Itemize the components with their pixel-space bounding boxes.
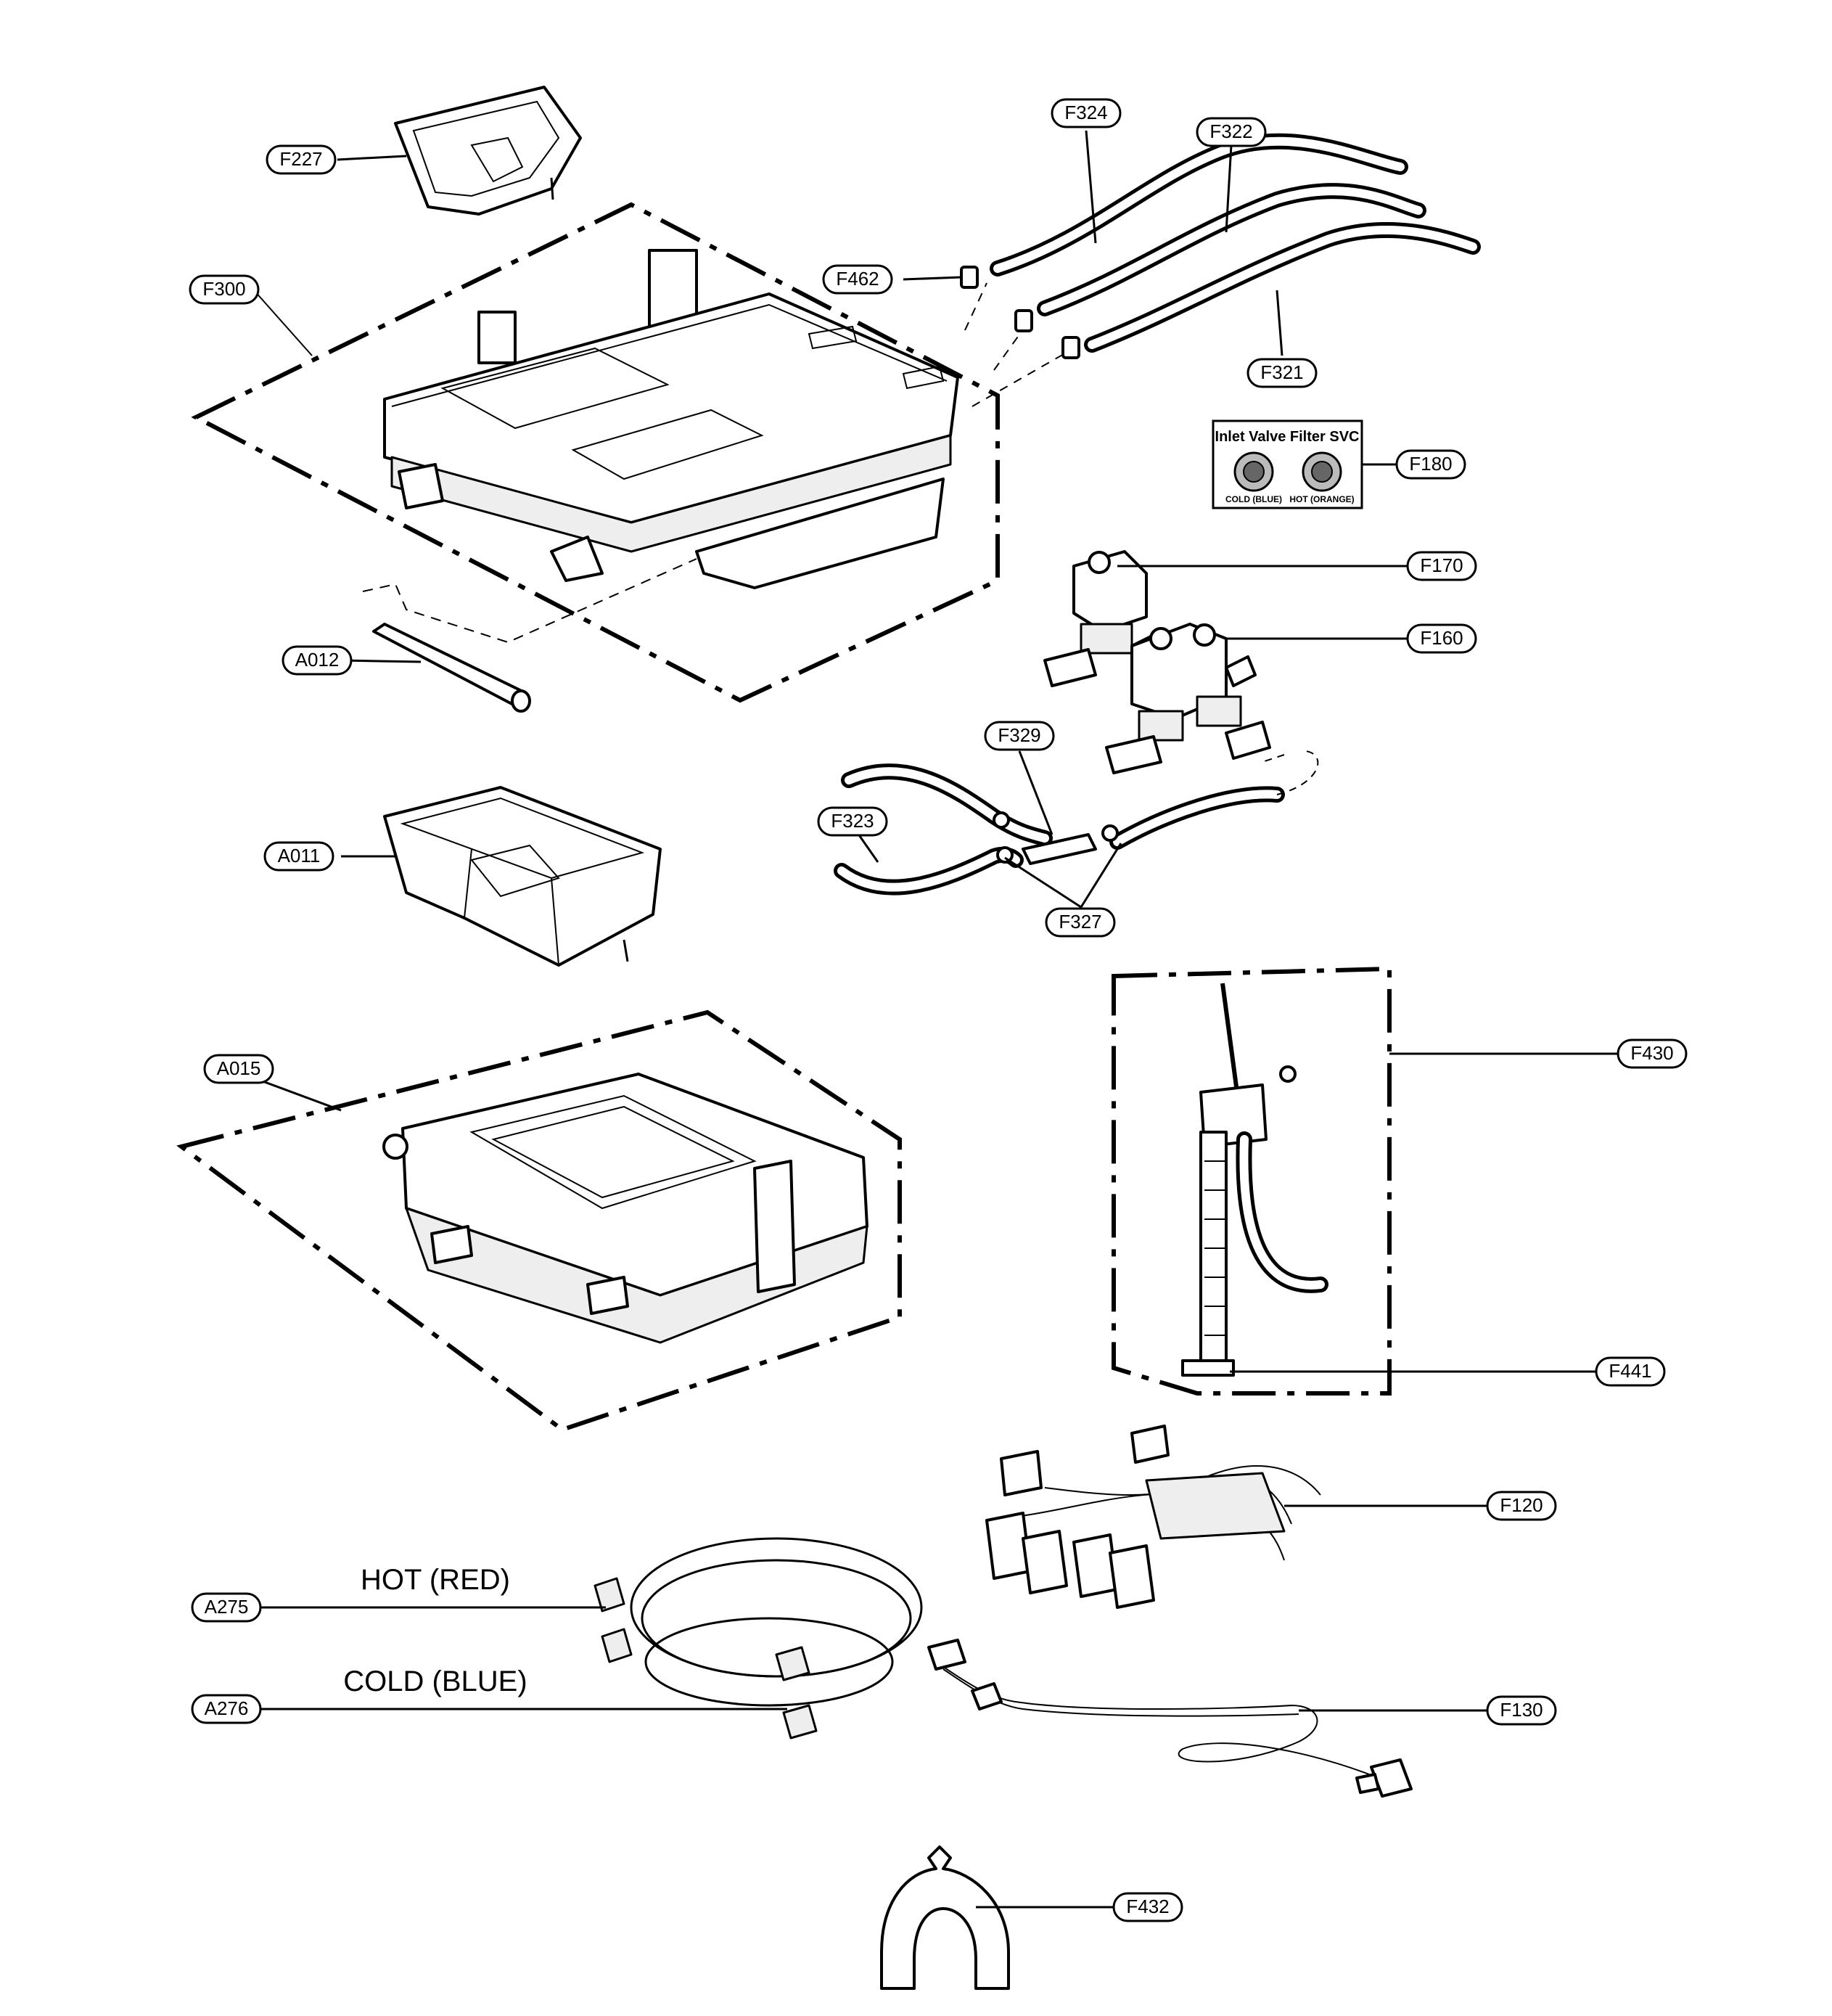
label-f160-text: F160 [1420, 627, 1463, 649]
part-f130-wire [927, 1639, 1413, 1798]
part-f120-harness [985, 1425, 1321, 1609]
label-f170-text: F170 [1420, 554, 1463, 576]
part-a275-a276-inlet-hoses [593, 1537, 923, 1740]
f300-group-outline [191, 202, 1000, 703]
a015-group-outline [176, 1009, 902, 1433]
label-a275-text: A275 [205, 1596, 249, 1618]
label-f321-text: F321 [1260, 361, 1303, 383]
label-f180: F180 [1395, 449, 1466, 480]
label-f130-text: F130 [1500, 1699, 1543, 1721]
caption-cold: COLD (BLUE) [343, 1665, 527, 1697]
label-f462: F462 [822, 264, 893, 295]
label-a015-text: A015 [217, 1057, 261, 1079]
label-f322-text: F322 [1209, 120, 1252, 142]
part-f324-f322-f321-hoses [960, 133, 1481, 407]
label-f432: F432 [1112, 1892, 1183, 1922]
label-f430-text: F430 [1630, 1042, 1673, 1064]
part-f432-hose-guide [880, 1845, 1010, 1990]
filter-kit-title: Inlet Valve Filter SVC [1215, 429, 1360, 445]
filter-kit-hot-label: HOT (ORANGE) [1289, 494, 1354, 504]
part-a015-drawer [382, 1073, 868, 1344]
label-f462-text: F462 [836, 268, 879, 290]
part-f300-dispenser-housing [383, 249, 959, 589]
label-f441-text: F441 [1609, 1360, 1651, 1382]
label-f180-text: F180 [1409, 453, 1452, 475]
label-f227: F227 [266, 144, 337, 175]
label-a012: A012 [282, 645, 353, 676]
part-f160-valve [1105, 623, 1271, 774]
label-f327-text: F327 [1059, 911, 1101, 933]
label-f323-text: F323 [831, 810, 874, 832]
label-a012-text: A012 [295, 649, 340, 671]
label-f430: F430 [1617, 1038, 1688, 1069]
part-f323-hose [834, 763, 1285, 896]
label-a276-text: A276 [205, 1697, 249, 1719]
f430-group-outline [1112, 966, 1392, 1396]
label-a011-text: A011 [278, 845, 321, 866]
part-f227-cup [394, 86, 582, 216]
label-a011: A011 [263, 841, 334, 872]
part-f329-connector [993, 750, 1319, 865]
label-f170: F170 [1406, 551, 1477, 581]
label-f227-text: F227 [279, 148, 322, 170]
f300-leader [253, 290, 313, 356]
label-f327: F327 [1045, 907, 1116, 938]
filter-kit-cold-label: COLD (BLUE) [1225, 494, 1282, 504]
label-f322: F322 [1196, 117, 1267, 147]
label-f120: F120 [1486, 1491, 1557, 1521]
label-a015: A015 [203, 1054, 274, 1084]
leader-lines [261, 130, 1618, 1909]
label-f300: F300 [189, 274, 260, 305]
label-f324: F324 [1051, 98, 1122, 128]
label-f323: F323 [817, 806, 888, 837]
part-a012-tube [362, 558, 697, 713]
label-f130: F130 [1486, 1695, 1557, 1726]
part-f180-filter-kit: Inlet Valve Filter SVC COLD (BLUE) HOT (… [1212, 419, 1363, 509]
label-f441: F441 [1595, 1356, 1666, 1387]
part-a011-tray [383, 786, 662, 967]
label-f329: F329 [984, 721, 1055, 751]
label-f120-text: F120 [1500, 1494, 1543, 1516]
part-f430-drain-hose [1181, 983, 1328, 1377]
label-f160: F160 [1406, 623, 1477, 654]
label-a275: A275 [191, 1592, 262, 1623]
label-f329-text: F329 [998, 724, 1040, 746]
caption-hot: HOT (RED) [361, 1564, 510, 1596]
label-f300-text: F300 [202, 278, 245, 300]
label-a276: A276 [191, 1694, 262, 1724]
label-f321: F321 [1246, 358, 1318, 388]
label-f324-text: F324 [1064, 102, 1107, 123]
label-f432-text: F432 [1126, 1896, 1169, 1917]
